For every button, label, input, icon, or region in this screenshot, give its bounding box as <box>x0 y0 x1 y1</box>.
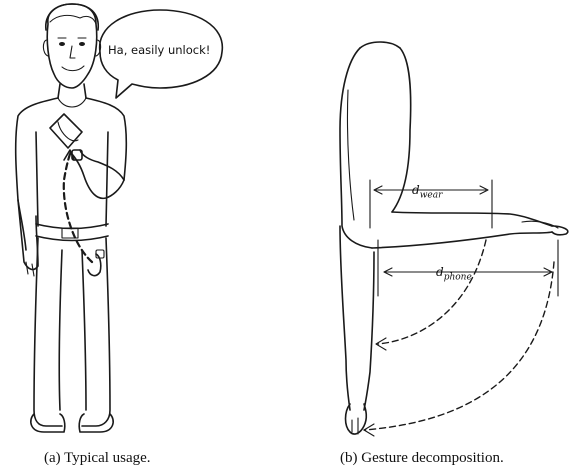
label-d-phone: dphone <box>436 265 472 282</box>
panel-gesture-decomposition: dwear dphone (b) Gesture decomposition. <box>300 0 571 472</box>
caption-typical-usage: (a) Typical usage. <box>44 450 151 467</box>
label-d-wear: dwear <box>412 183 442 200</box>
caption-gesture-decomposition: (b) Gesture decomposition. <box>340 450 504 467</box>
arm-illustration <box>300 0 571 440</box>
person-illustration <box>0 0 260 440</box>
speech-bubble-text: Ha, easily unlock! <box>108 43 210 57</box>
panel-typical-usage: Ha, easily unlock! (a) Typical usage. <box>0 0 260 472</box>
